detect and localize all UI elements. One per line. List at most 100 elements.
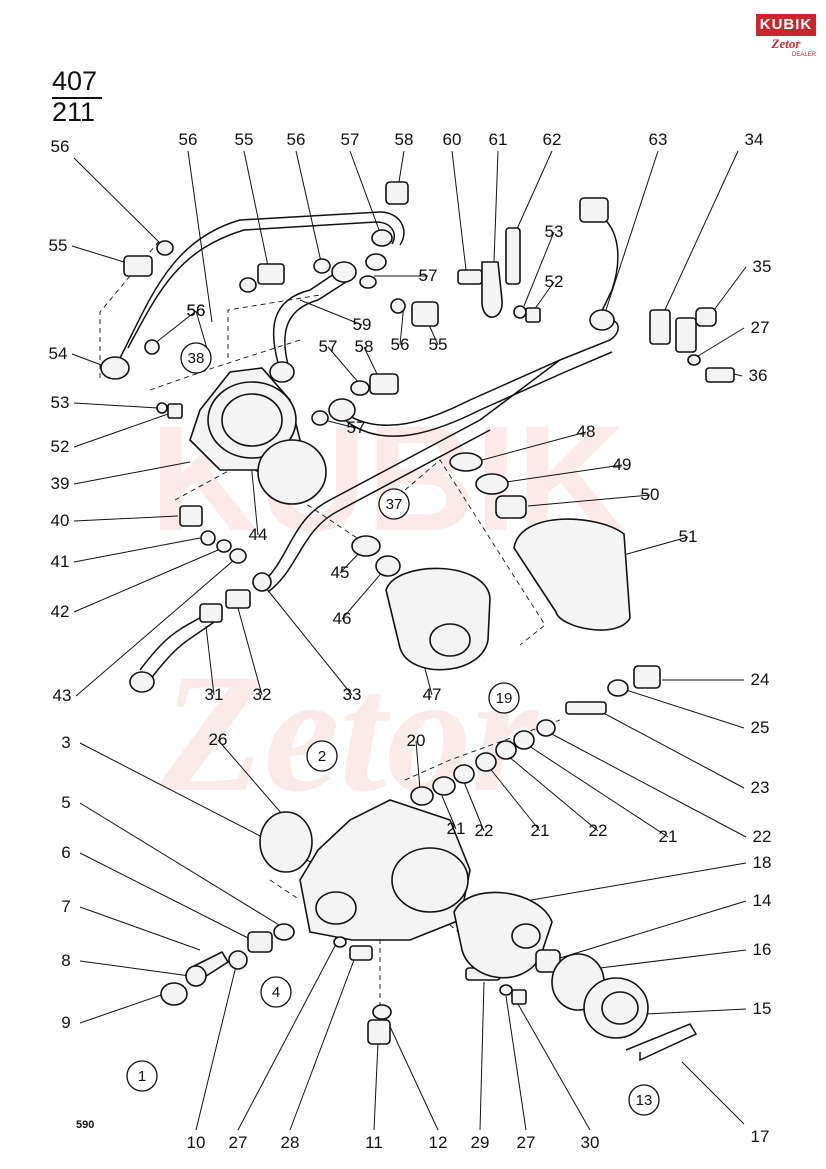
leader-line-21 bbox=[525, 743, 669, 838]
group-marker-38: 38 bbox=[180, 342, 212, 374]
filter-head-inner bbox=[221, 393, 283, 447]
part-label-41: 41 bbox=[51, 552, 70, 571]
ring-12 bbox=[372, 1004, 392, 1020]
union-nut-63 bbox=[579, 197, 609, 223]
part-label-30: 30 bbox=[581, 1133, 600, 1152]
part-label-7: 7 bbox=[61, 897, 70, 916]
part-label-58: 58 bbox=[395, 130, 414, 149]
o-ring-26 bbox=[259, 811, 313, 873]
part-label-55: 55 bbox=[49, 236, 68, 255]
part-label-56: 56 bbox=[391, 335, 410, 354]
part-label-23: 23 bbox=[751, 778, 770, 797]
leader-line-12 bbox=[385, 1017, 439, 1131]
seal-ring-56c bbox=[239, 277, 257, 293]
leader-line-32 bbox=[237, 607, 263, 696]
part-label-14: 14 bbox=[753, 891, 772, 910]
part-label-54: 54 bbox=[49, 344, 68, 363]
leader-line-39 bbox=[73, 461, 191, 485]
leader-line-42 bbox=[73, 549, 219, 613]
part-label-22: 22 bbox=[589, 821, 608, 840]
o-ring-44 bbox=[257, 439, 327, 505]
filter-element-18-end bbox=[511, 923, 541, 949]
leader-line-27 bbox=[697, 327, 745, 357]
leader-line-62 bbox=[511, 150, 553, 241]
banjo-eye bbox=[269, 361, 295, 383]
part-label-35: 35 bbox=[753, 257, 772, 276]
leader-line-11 bbox=[373, 1041, 379, 1131]
part-label-27: 27 bbox=[751, 318, 770, 337]
part-label-56: 56 bbox=[179, 130, 198, 149]
part-label-53: 53 bbox=[51, 393, 70, 412]
leader-line-52 bbox=[73, 413, 169, 448]
leader-line-14 bbox=[559, 900, 747, 959]
part-label-56: 56 bbox=[187, 301, 206, 320]
part-label-31: 31 bbox=[205, 685, 224, 704]
ring-57a bbox=[371, 229, 393, 247]
washer-21c bbox=[432, 776, 456, 796]
part-label-22: 22 bbox=[475, 821, 494, 840]
leader-line-30 bbox=[517, 1003, 591, 1131]
seal-ring-56d bbox=[313, 258, 331, 274]
leader-line-6 bbox=[79, 852, 253, 941]
parts bbox=[100, 181, 735, 1062]
leader-line-53 bbox=[523, 231, 555, 307]
leader-line-53 bbox=[73, 402, 159, 409]
washer-27c bbox=[499, 984, 513, 996]
nut-52 bbox=[525, 307, 541, 323]
part-label-16: 16 bbox=[753, 940, 772, 959]
leader-line-8 bbox=[79, 960, 191, 977]
leader-line-20 bbox=[415, 740, 421, 791]
part-label-42: 42 bbox=[51, 602, 70, 621]
part-label-13: 13 bbox=[635, 1067, 654, 1086]
part-label-10: 10 bbox=[187, 1133, 206, 1152]
group-marker-4: 4 bbox=[260, 976, 292, 1008]
leader-line-21 bbox=[487, 765, 541, 832]
bolt-58b bbox=[369, 373, 399, 395]
group-markers: 38 37 19 2 4 1 13 bbox=[126, 342, 660, 1116]
leader-line-34 bbox=[663, 150, 739, 313]
fitting-33 bbox=[252, 572, 272, 592]
leader-line-48 bbox=[481, 431, 587, 461]
washer-53b bbox=[156, 402, 168, 414]
banjo-eye-59 bbox=[331, 261, 357, 283]
union-nut-31 bbox=[129, 671, 155, 693]
leader-line-43 bbox=[75, 559, 235, 697]
part-label-59: 59 bbox=[353, 315, 372, 334]
page-number-divider bbox=[52, 97, 102, 99]
spring-50 bbox=[495, 495, 527, 519]
part-label-22: 22 bbox=[753, 827, 772, 846]
logo-dealer: DEALER bbox=[791, 52, 816, 58]
part-label-32: 32 bbox=[253, 685, 272, 704]
group-marker-2: 2 bbox=[306, 740, 338, 772]
seal-46 bbox=[375, 555, 401, 577]
part-label-17: 17 bbox=[751, 1127, 770, 1146]
leader-line-55 bbox=[71, 245, 125, 263]
washer-53 bbox=[513, 305, 527, 319]
union-32 bbox=[225, 589, 251, 609]
group-marker-19-text: 19 bbox=[496, 690, 513, 707]
valve-8-head bbox=[185, 965, 207, 987]
part-label-39: 39 bbox=[51, 474, 70, 493]
spring-6 bbox=[247, 931, 273, 953]
part-label-48: 48 bbox=[577, 422, 596, 441]
leader-lines bbox=[71, 150, 747, 1131]
group-marker-1: 1 bbox=[126, 1060, 158, 1092]
ring-43 bbox=[229, 548, 247, 564]
leader-line-41 bbox=[73, 537, 201, 563]
leader-line-33 bbox=[265, 587, 353, 696]
clamp-half-34a bbox=[649, 309, 671, 345]
leader-line-56 bbox=[73, 157, 166, 249]
part-label-47: 47 bbox=[423, 685, 442, 704]
part-label-56: 56 bbox=[51, 137, 70, 156]
leader-line-36 bbox=[733, 373, 743, 377]
banjo-bolt-55a bbox=[123, 255, 153, 277]
leader-line-7 bbox=[79, 906, 201, 951]
ring-56e bbox=[390, 298, 406, 314]
ring-57c bbox=[359, 275, 377, 289]
part-label-60: 60 bbox=[443, 130, 462, 149]
leader-line-21 bbox=[441, 795, 457, 830]
part-label-49: 49 bbox=[613, 455, 632, 474]
group-marker-13-text: 13 bbox=[636, 1092, 653, 1109]
washer-22c bbox=[453, 764, 475, 784]
leader-line-56 bbox=[187, 150, 213, 323]
